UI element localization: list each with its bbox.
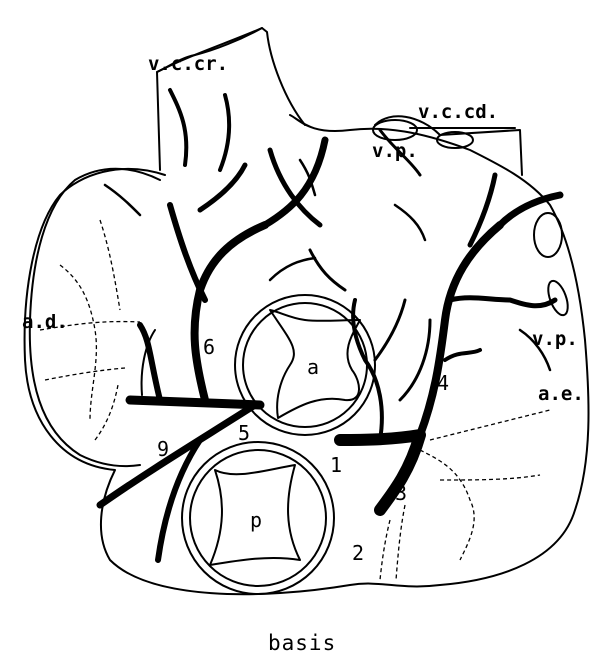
- pulmonary-vein-oval-2: [544, 278, 571, 317]
- dashed-veins: [40, 220, 550, 580]
- aortic-valve: [235, 295, 375, 435]
- label-vena-pulmonalis-right: v.p.: [532, 328, 578, 350]
- label-aorta: a: [307, 355, 319, 379]
- label-vena-cava-caudalis: v.c.cd.: [418, 101, 498, 123]
- vena-cava-cranialis-outline: [157, 28, 305, 170]
- number-9: 9: [157, 437, 169, 461]
- number-2: 2: [352, 541, 364, 565]
- number-4: 4: [437, 371, 449, 395]
- label-vena-cava-cranialis: v.c.cr.: [148, 53, 228, 75]
- label-atrium-dextrum: a.d.: [22, 311, 68, 333]
- number-5: 5: [238, 421, 250, 445]
- label-vena-pulmonalis-upper: v.p.: [372, 140, 418, 162]
- label-atrium-sinistrum: a.e.: [538, 383, 584, 405]
- caption: basis: [268, 631, 336, 655]
- number-1: 1: [330, 453, 342, 477]
- pulmonary-vein-oval-1: [534, 213, 562, 257]
- number-6: 6: [203, 335, 215, 359]
- label-pulmonalis: p: [250, 508, 262, 532]
- number-3: 3: [395, 481, 407, 505]
